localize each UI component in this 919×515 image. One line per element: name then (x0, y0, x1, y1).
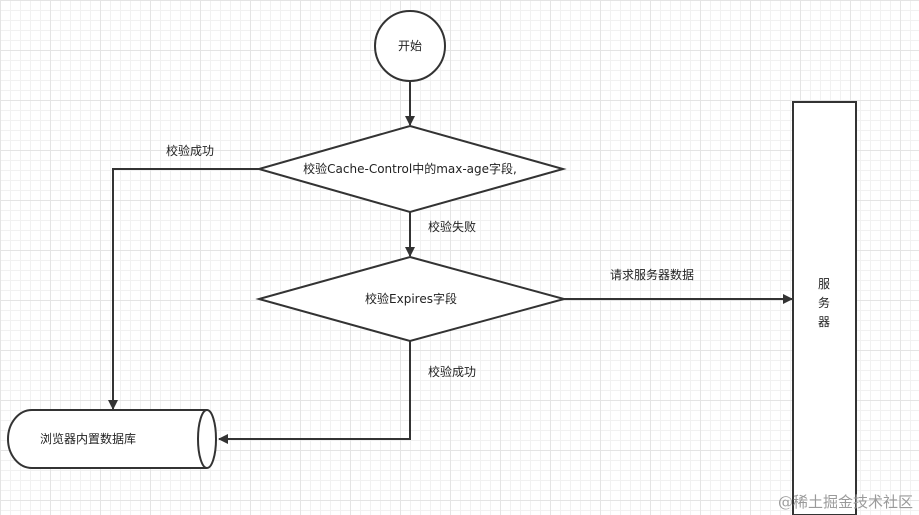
browser-db-label: 浏览器内置数据库 (40, 432, 137, 446)
edge-label-cache-control-success: 校验成功 (166, 144, 215, 158)
edge-expires-success (218, 341, 411, 444)
cache-control-label: 校验Cache-Control中的max-age字段, (303, 162, 517, 176)
edge-label-cache-control-fail: 校验失败 (428, 220, 477, 234)
server-label: 服务器 (817, 277, 830, 329)
start-label: 开始 (397, 39, 423, 53)
browser-db-cap (197, 409, 208, 469)
edge-label-request-server: 请求服务器数据 (610, 268, 695, 282)
expires-label: 校验Expires字段 (365, 292, 457, 306)
edge-cache-control-success (108, 168, 259, 410)
server-node (792, 101, 857, 515)
edge-label-expires-success: 校验成功 (428, 365, 477, 379)
watermark: @稀土掘金技术社区 (777, 493, 913, 511)
